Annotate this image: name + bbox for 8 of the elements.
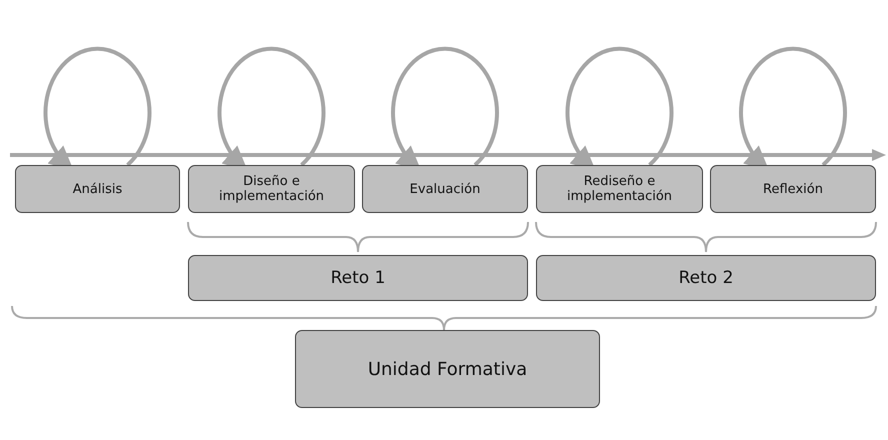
phase-box: Análisis [15,165,180,213]
phase-box: Rediseño e implementación [536,165,703,213]
phase-box: Reflexión [710,165,876,213]
phase-box: Diseño e implementación [188,165,355,213]
phase-box: Evaluación [362,165,528,213]
challenge-box: Reto 2 [536,255,876,301]
unit-box: Unidad Formativa [295,330,600,408]
challenge-box: Reto 1 [188,255,528,301]
